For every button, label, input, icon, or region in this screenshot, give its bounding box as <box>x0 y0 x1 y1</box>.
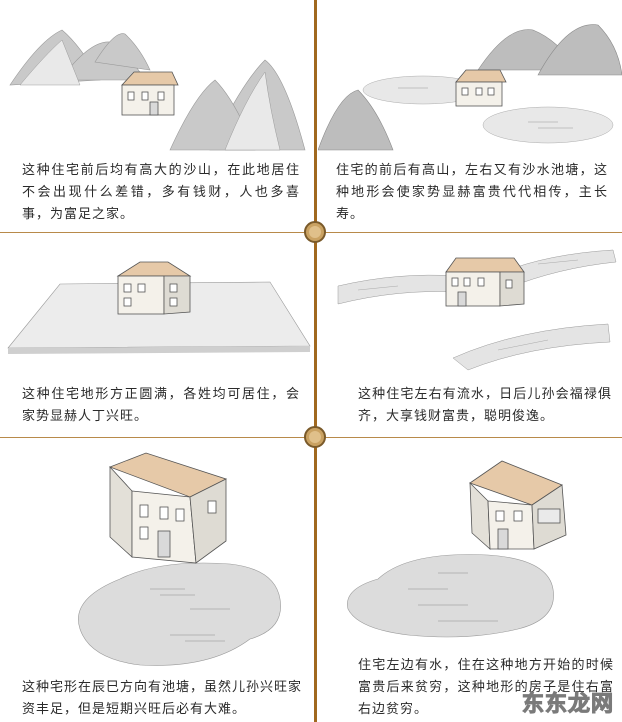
panel-middle-left: 这种住宅地形方正圆满，各姓均可居住，会家势显赫人丁兴旺。 <box>0 234 312 437</box>
sand-mountains-illustration <box>9 29 306 151</box>
panel-top-left: 这种住宅前后均有高大的沙山，在此地居住不会出现什么差错，多有钱财，人也多喜事，为… <box>0 0 312 232</box>
house-icon <box>121 71 179 116</box>
caption-bottom-right: 住宅左边有水，住在这种地方开始的时候富贵后来贫穷，这种地形的房子是住右富右边贫穷… <box>358 658 614 717</box>
caption-top-left: 这种住宅前后均有高大的沙山，在此地居住不会出现什么差错，多有钱财，人也多喜事，为… <box>22 163 300 222</box>
panel-middle-right: 这种住宅左右有流水，日后儿孙会福禄俱齐，大享钱财富贵，聪明俊逸。 <box>318 234 622 437</box>
caption-bottom-left: 这种宅形在辰巳方向有池塘，虽然儿孙兴旺家资丰足，但是短期兴旺后必有大难。 <box>22 680 303 717</box>
mountains-and-ponds-illustration <box>318 24 622 151</box>
square-land-illustration <box>7 261 311 354</box>
house-with-left-water-illustration <box>347 460 567 638</box>
panel-top-right: 住宅的前后有高山，左右又有沙水池塘，这种地形会使家势显赫富贵代代相传，主长寿。 <box>318 0 622 232</box>
house-icon <box>116 261 192 315</box>
house-with-pond-illustration <box>78 452 281 666</box>
divider-knob-2 <box>304 426 326 448</box>
house-icon <box>455 69 507 107</box>
caption-middle-right: 这种住宅左右有流水，日后儿孙会福禄俱齐，大享钱财富贵，聪明俊逸。 <box>358 387 612 424</box>
house-icon <box>108 452 228 564</box>
panel-bottom-right: 住宅左边有水，住在这种地方开始的时候富贵后来贫穷，这种地形的房子是住右富右边贫穷… <box>318 439 622 722</box>
caption-middle-left: 这种住宅地形方正圆满，各姓均可居住，会家势显赫人丁兴旺。 <box>22 387 300 424</box>
watermark-logo: 东东龙网 <box>521 692 614 718</box>
panel-bottom-left: 这种宅形在辰巳方向有池塘，虽然儿孙兴旺家资丰足，但是短期兴旺后必有大难。 <box>0 439 312 722</box>
vertical-divider <box>314 0 317 722</box>
house-icon <box>469 460 567 550</box>
streams-illustration <box>337 249 617 371</box>
house-icon <box>445 257 525 307</box>
divider-knob-1 <box>304 221 326 243</box>
caption-top-right: 住宅的前后有高山，左右又有沙水池塘，这种地形会使家势显赫富贵代代相传，主长寿。 <box>336 163 608 222</box>
